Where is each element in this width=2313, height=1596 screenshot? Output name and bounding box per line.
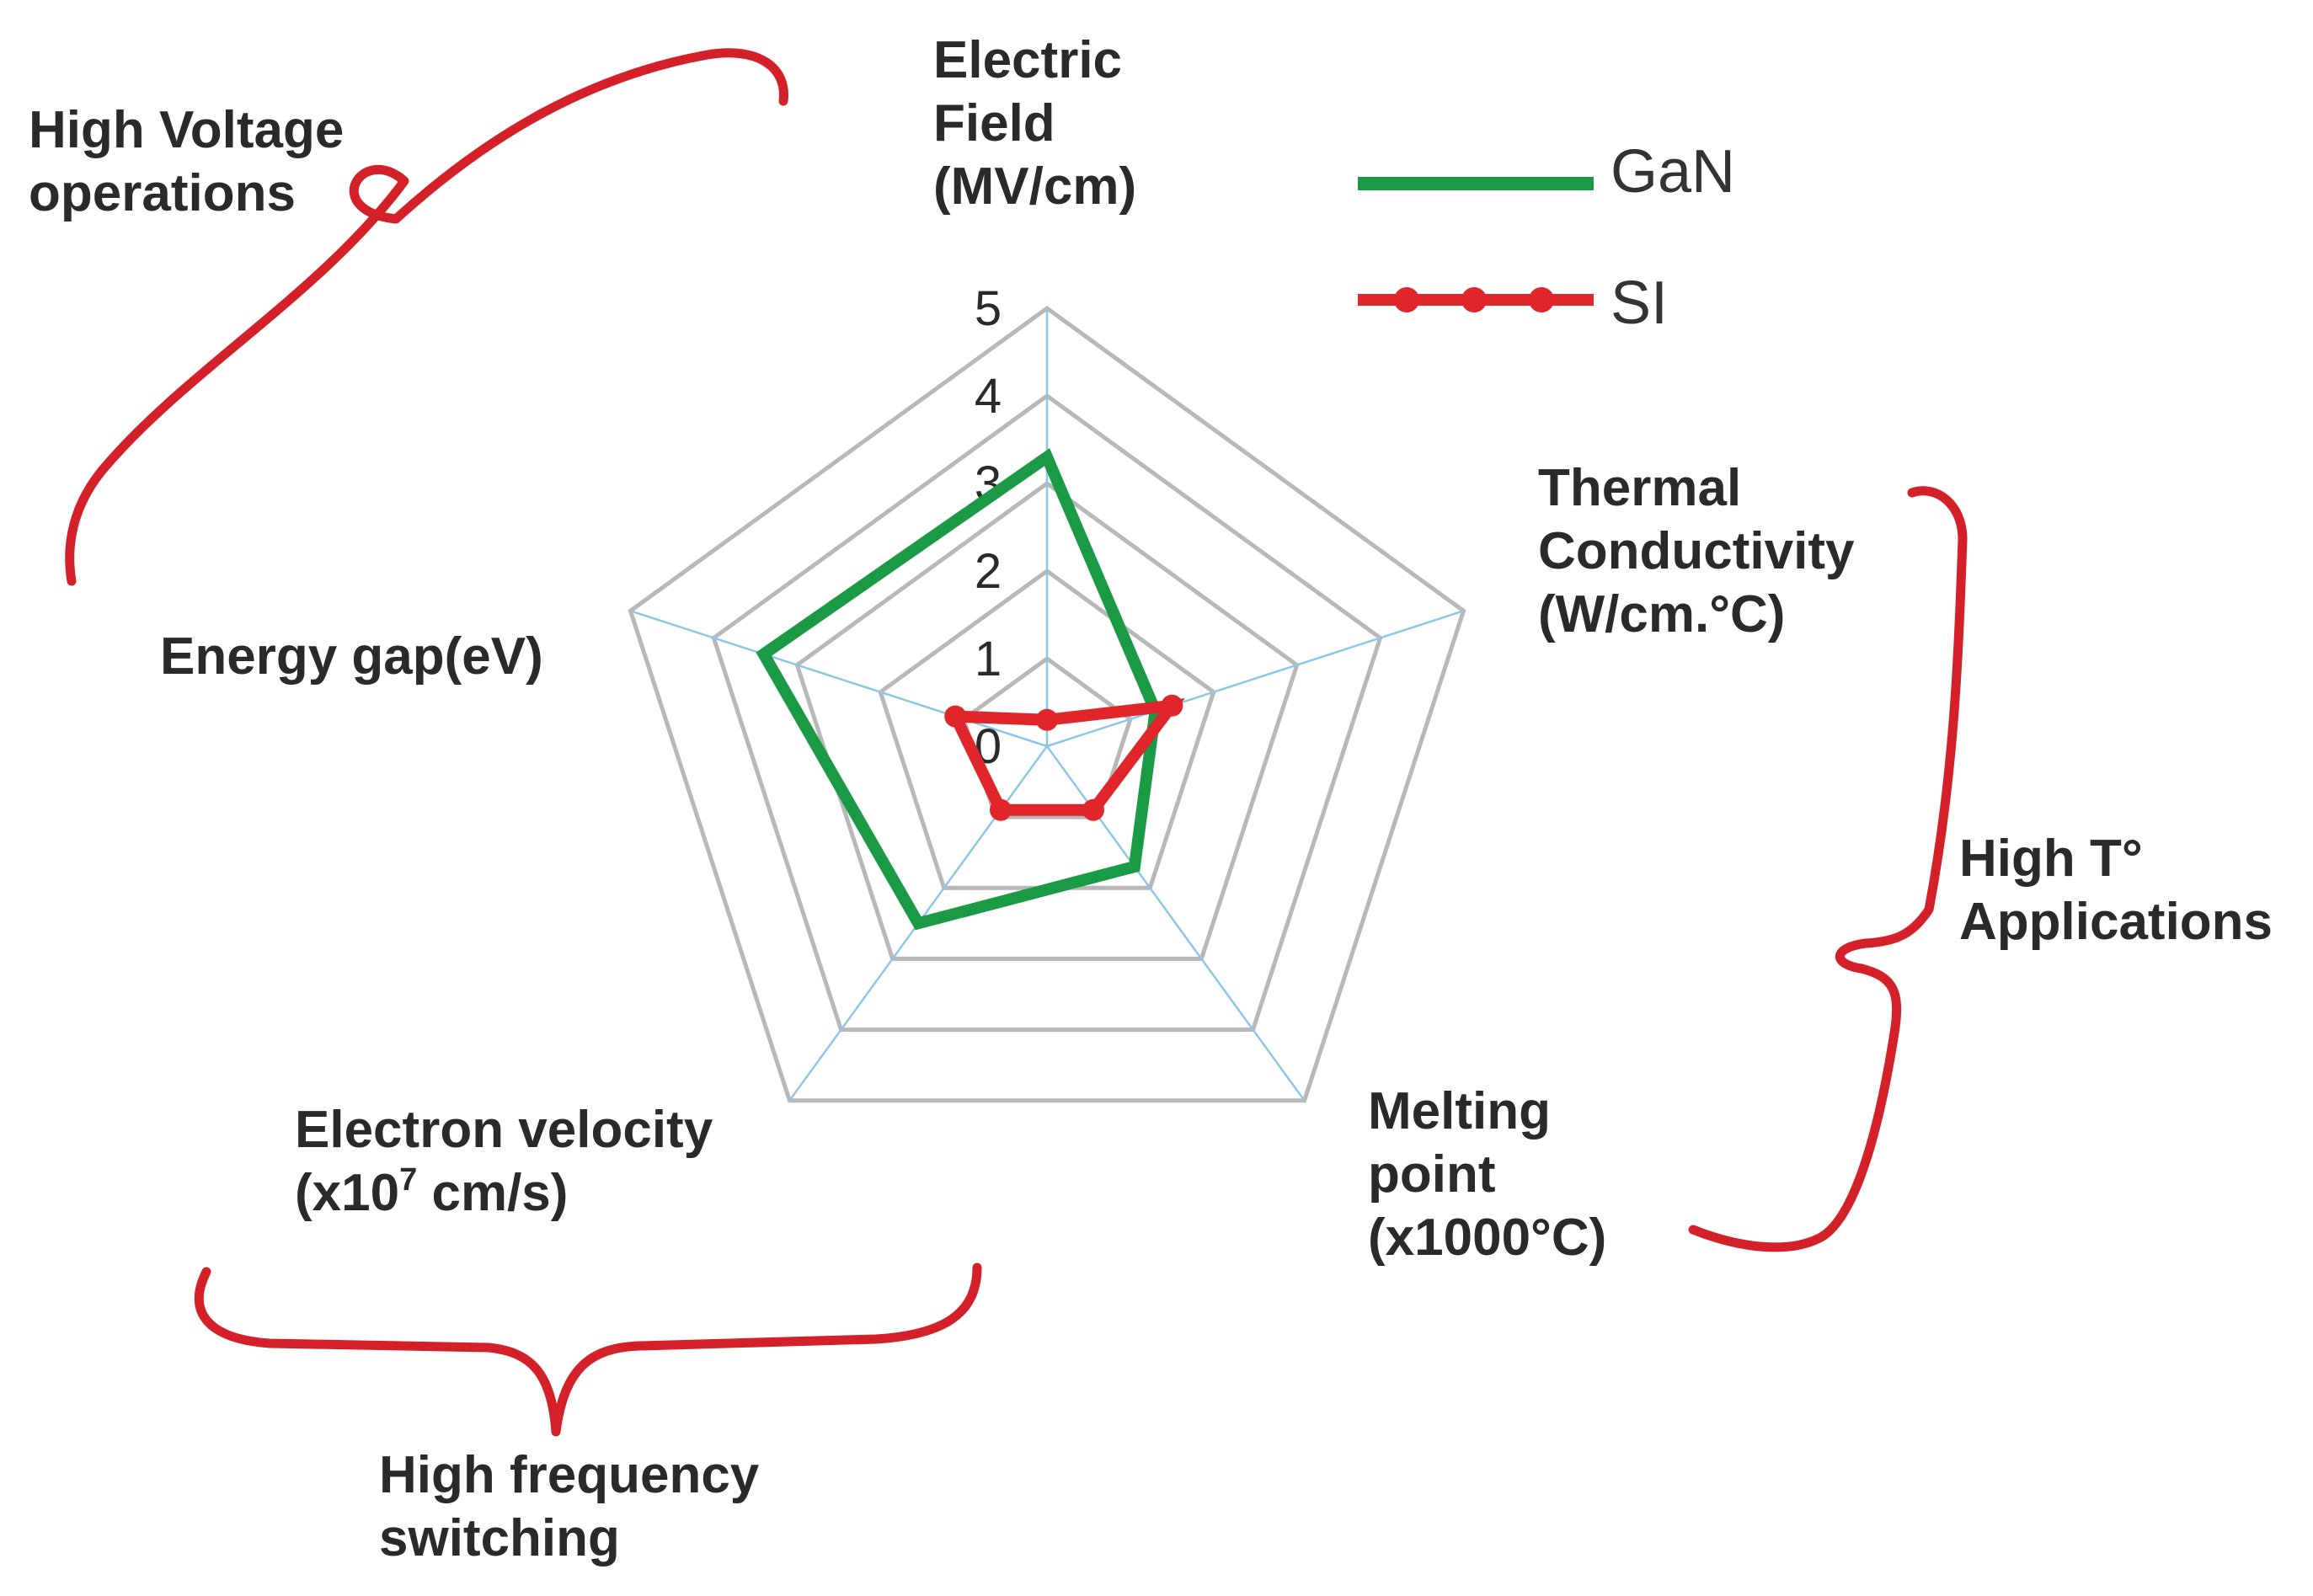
spoke-layer <box>630 308 1464 1102</box>
series-line-si <box>945 697 1185 816</box>
data-point-si-melting_point <box>1082 798 1104 821</box>
brace-high-t <box>1688 486 1968 1252</box>
tick-label-4: 4 <box>975 369 1002 424</box>
tick-label-2: 2 <box>975 544 1002 599</box>
axis-label-electron-velocity: Electron velocity <box>295 1101 713 1159</box>
data-point-si-thermal_conductivity <box>1161 694 1183 717</box>
spoke-energy_gap <box>630 610 1048 748</box>
series-si <box>944 694 1185 821</box>
legend-marker-si-3 <box>1529 287 1554 312</box>
series-gan <box>756 448 1162 931</box>
legend-label-si: SI <box>1611 270 1668 337</box>
data-point-si-energy_gap <box>944 705 967 728</box>
grid-ring-5 <box>628 305 1466 1103</box>
series-layer <box>756 448 1185 931</box>
annotation-high-t: High T°Applications <box>1959 830 2273 951</box>
tick-label-5: 5 <box>975 281 1002 336</box>
grid-ring-3 <box>794 480 1300 961</box>
grid-ring-4 <box>711 392 1383 1033</box>
data-point-si-electron_velocity <box>990 798 1012 821</box>
legend: GaN SI <box>1358 138 1735 337</box>
tick-label-1: 1 <box>975 632 1002 686</box>
legend-marker-si-2 <box>1461 287 1487 312</box>
spoke-melting_point <box>1045 745 1306 1102</box>
legend-label-gan: GaN <box>1611 138 1735 206</box>
axis-label-energy-gap: Energy gap(eV) <box>160 627 543 686</box>
axis-label-electron-velocity-unit: (x107 cm/s) <box>295 1162 568 1222</box>
brace-high-voltage <box>65 48 788 586</box>
grid-layer <box>628 305 1466 1103</box>
legend-marker-si-1 <box>1394 287 1419 312</box>
series-line-gan <box>756 448 1162 931</box>
data-point-si-electric_field <box>1036 708 1058 731</box>
brace-high-freq <box>194 1262 982 1437</box>
spoke-thermal_conductivity <box>1046 610 1464 748</box>
